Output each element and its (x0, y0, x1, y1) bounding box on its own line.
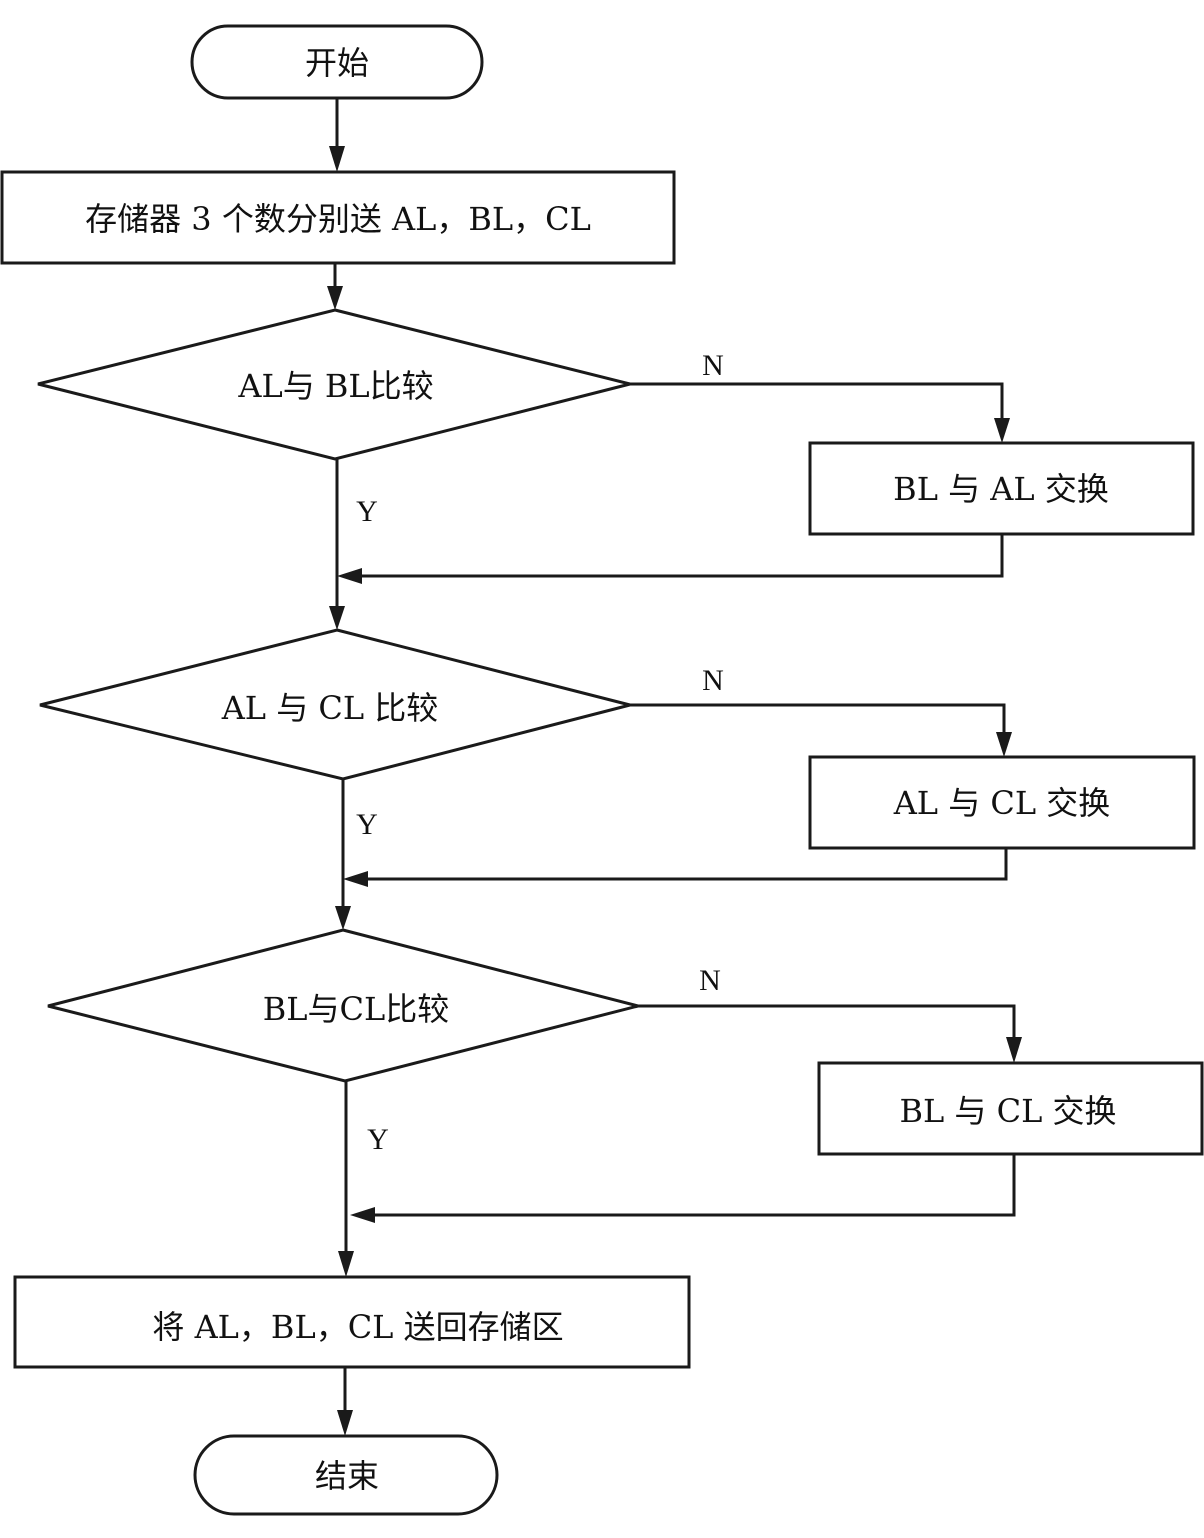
no-label-1: N (702, 349, 724, 382)
swap-al-cl-label: AL 与 CL 交换 (893, 784, 1111, 822)
yes-label-3: Y (367, 1123, 389, 1156)
arrowhead (350, 1207, 375, 1223)
compare-al-bl-label: AL与 BL比较 (237, 367, 433, 405)
arrowhead (327, 286, 343, 310)
no-branch-3 (638, 1004, 1016, 1041)
load-process-box (0, 170, 676, 265)
arrowhead (337, 568, 362, 584)
load-process-label: 存储器 3 个数分别送 AL，BL，CL (85, 200, 591, 238)
arrowhead (994, 418, 1010, 443)
arrowhead (343, 871, 368, 887)
arrowhead (337, 1410, 353, 1436)
swap-bl-al-box (808, 441, 1195, 536)
no-branch-2 (630, 703, 1006, 736)
arrowhead (329, 146, 345, 172)
arrowhead (996, 732, 1012, 757)
arrowhead (338, 1251, 354, 1277)
compare-al-cl-label: AL 与 CL 比较 (221, 689, 439, 727)
swap-bl-al-label: BL 与 AL 交换 (893, 470, 1109, 508)
end-label: 结束 (315, 1457, 379, 1495)
arrowhead (335, 906, 351, 930)
swap-al-cl-box (808, 755, 1196, 850)
store-process-label: 将 AL，BL，CL 送回存储区 (152, 1308, 563, 1346)
no-label-2: N (702, 664, 724, 697)
no-branch-1 (630, 382, 1004, 422)
arrowhead (329, 606, 345, 630)
return-line-3 (371, 1154, 1016, 1217)
arrowhead (1006, 1037, 1022, 1063)
return-line-2 (364, 848, 1008, 881)
compare-al-bl-decision (37, 308, 631, 461)
return-line-1 (358, 534, 1004, 578)
swap-bl-cl-label: BL 与 CL 交换 (899, 1092, 1116, 1130)
yes-label-1: Y (356, 495, 378, 528)
store-process-box (13, 1275, 691, 1369)
yes-label-2: Y (356, 808, 378, 841)
no-label-3: N (699, 964, 721, 997)
swap-bl-cl-box (817, 1061, 1204, 1156)
end-terminal (193, 1434, 499, 1516)
compare-bl-cl-label: BL与CL比较 (263, 990, 450, 1028)
start-label: 开始 (305, 44, 369, 82)
